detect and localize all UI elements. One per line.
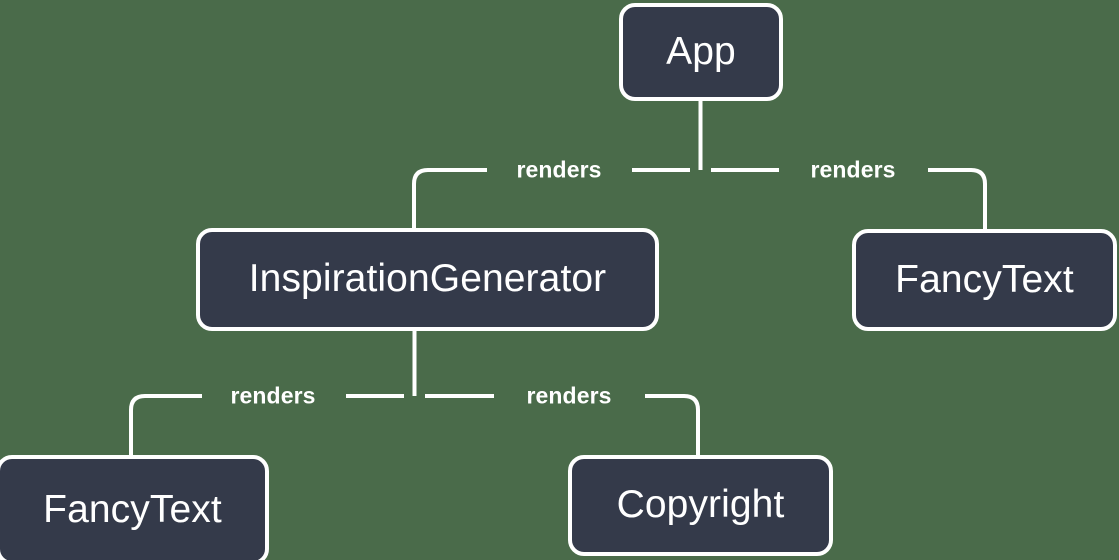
node-fancytext-right-label: FancyText — [895, 257, 1074, 301]
node-fancytext-left-label: FancyText — [43, 487, 222, 531]
node-fancytext-left[interactable]: FancyText — [0, 455, 269, 560]
edge-label-app-to-inspiration-generator: renders — [516, 156, 602, 183]
edge-label-inspiration-generator-to-fancytext-left: renders — [230, 382, 316, 409]
node-fancytext-right[interactable]: FancyText — [852, 229, 1117, 331]
node-copyright-label: Copyright — [616, 483, 785, 526]
node-app[interactable]: App — [619, 3, 783, 101]
node-app-label: App — [666, 29, 736, 73]
node-inspiration-generator-label: InspirationGenerator — [248, 257, 607, 300]
edge-label-app-to-fancytext-right: renders — [810, 156, 896, 183]
edge-label-inspiration-generator-to-copyright: renders — [526, 382, 612, 409]
node-inspiration-generator[interactable]: InspirationGenerator — [196, 228, 659, 331]
node-copyright[interactable]: Copyright — [568, 455, 833, 556]
